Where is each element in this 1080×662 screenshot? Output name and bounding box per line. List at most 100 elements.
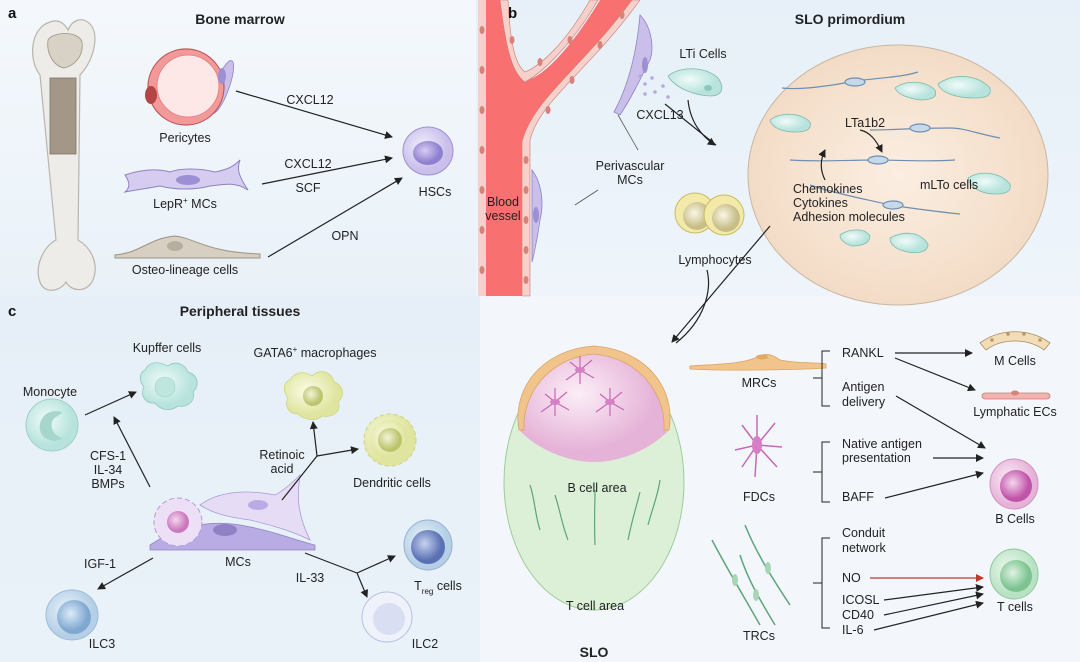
t-cell [989,548,1039,600]
label-il6: IL-6 [842,623,864,637]
label-ilc3: ILC3 [89,637,115,651]
slo-primordium-oval [747,44,1049,306]
fdc-cell [734,415,783,478]
perivascular-mc-cell [531,14,653,263]
bone-icon [32,19,96,291]
arrow-icosl-tcells [883,583,984,601]
arrow-baff-bcells [884,470,984,499]
label-adhesion-molecules: Adhesion molecules [793,210,905,224]
label-cytokines: Cytokines [793,196,848,210]
monocyte-cell [25,398,79,452]
label-trcs: TRCs [743,629,775,643]
cxcl13-dots [638,74,670,99]
lymphocytes-cells [674,192,745,236]
label-kupffer-cells: Kupffer cells [133,341,202,355]
mcs-cell [149,473,316,551]
ilc2-cell [361,591,413,643]
label-perivascular-2: MCs [617,173,643,187]
label-treg-cells: Treg cells [414,579,462,596]
signal-opn: OPN [331,229,358,243]
treg-cell [403,519,453,571]
mrc-cell [689,354,827,371]
label-perivascular-1: Perivascular [596,159,665,173]
kupffer-cell [139,362,198,410]
label-hscs: HSCs [419,185,452,199]
label-slo: SLO [580,644,609,660]
arrow-osteo-hsc [267,177,403,258]
label-t-cell-area: T cell area [566,599,624,613]
label-chemokines: Chemokines [793,182,862,196]
label-il34: IL-34 [94,463,123,477]
trc-nuclei [732,562,771,601]
panel-letter-b: b [508,5,517,22]
arrow-mcs-il33 [304,552,358,574]
label-monocyte: Monocyte [23,385,77,399]
pericytes-cell [145,48,235,126]
signal-scf: SCF [296,181,321,195]
dendritic-cell [363,413,417,467]
label-icosl: ICOSL [842,593,880,607]
arrow-lti-primordium [687,99,716,146]
ilc3-cell [45,589,99,641]
fdc-nucleus [752,436,762,454]
label-conduit: Conduit [842,526,886,540]
label-lepr-mcs: LepR+ MCs [153,196,217,211]
arrow-cd40-tcells [883,591,984,616]
fdc-nuclei [550,367,615,405]
arrow-cxcl13-primordium [664,103,717,146]
label-antigen: Antigen [842,380,884,394]
label-mrcs: MRCs [742,376,777,390]
signal-cxcl12-a: CXCL12 [286,93,333,107]
label-b-cell-area: B cell area [567,481,626,495]
lepr-mc-cell [123,159,249,193]
panel-c-title: Peripheral tissues [180,303,301,319]
label-mlto-cells: mLTo cells [920,178,978,192]
label-no: NO [842,571,861,585]
arrow-lta1b2 [859,129,883,153]
label-acid: acid [271,462,294,476]
panel-letter-a: a [8,5,17,22]
label-network: network [842,541,887,555]
label-lymphocytes: Lymphocytes [678,253,751,267]
lti-cell [667,68,723,97]
label-retinoic: Retinoic [259,448,304,462]
label-bmps: BMPs [91,477,124,491]
label-fdcs: FDCs [743,490,775,504]
label-cd40: CD40 [842,608,874,622]
lymphatic-ec [981,390,1051,400]
fdc-network-b-area [540,356,625,416]
blood-vessel [478,0,641,297]
arrow-rankl-lymphatic [894,357,976,392]
arrow-mcs-retinoic [281,455,318,501]
label-delivery: delivery [842,395,886,409]
mlto-cells [781,71,1001,215]
arrow-retinoic-gata6 [309,421,318,457]
arrow-mcs-kupffer [113,416,151,488]
arrow-pericytes-hsc [235,90,393,139]
label-igf1: IGF-1 [84,557,116,571]
pointer-perivascular [617,114,639,151]
label-lti-cells: LTi Cells [679,47,726,61]
panel-a-title: Bone marrow [195,11,285,27]
label-rankl: RANKL [842,346,884,360]
lti-cells-in-primordium [769,76,1011,254]
panel-letter-c: c [8,303,16,320]
trc-network-t-area [529,479,661,546]
label-ilc2: ILC2 [412,637,438,651]
panel-b-title: SLO primordium [795,11,905,27]
label-blood-2: vessel [485,209,520,223]
trc-cell [711,524,791,626]
arrow-il6-tcells [873,600,984,631]
label-lymphatic-ecs: Lymphatic ECs [973,405,1057,419]
arrow-mcs-ilc3 [97,557,154,590]
b-cell [989,458,1039,510]
label-blood-1: Blood [487,195,519,209]
arrow-monocyte-kupffer [84,391,137,416]
label-osteo-lineage: Osteo-lineage cells [132,263,238,277]
arrow-primordium-slo [671,225,771,343]
label-dendritic-cells: Dendritic cells [353,476,431,490]
signal-cxcl12-b: CXCL12 [284,157,331,171]
label-m-cells: M Cells [994,354,1036,368]
label-presentation: presentation [842,451,911,465]
